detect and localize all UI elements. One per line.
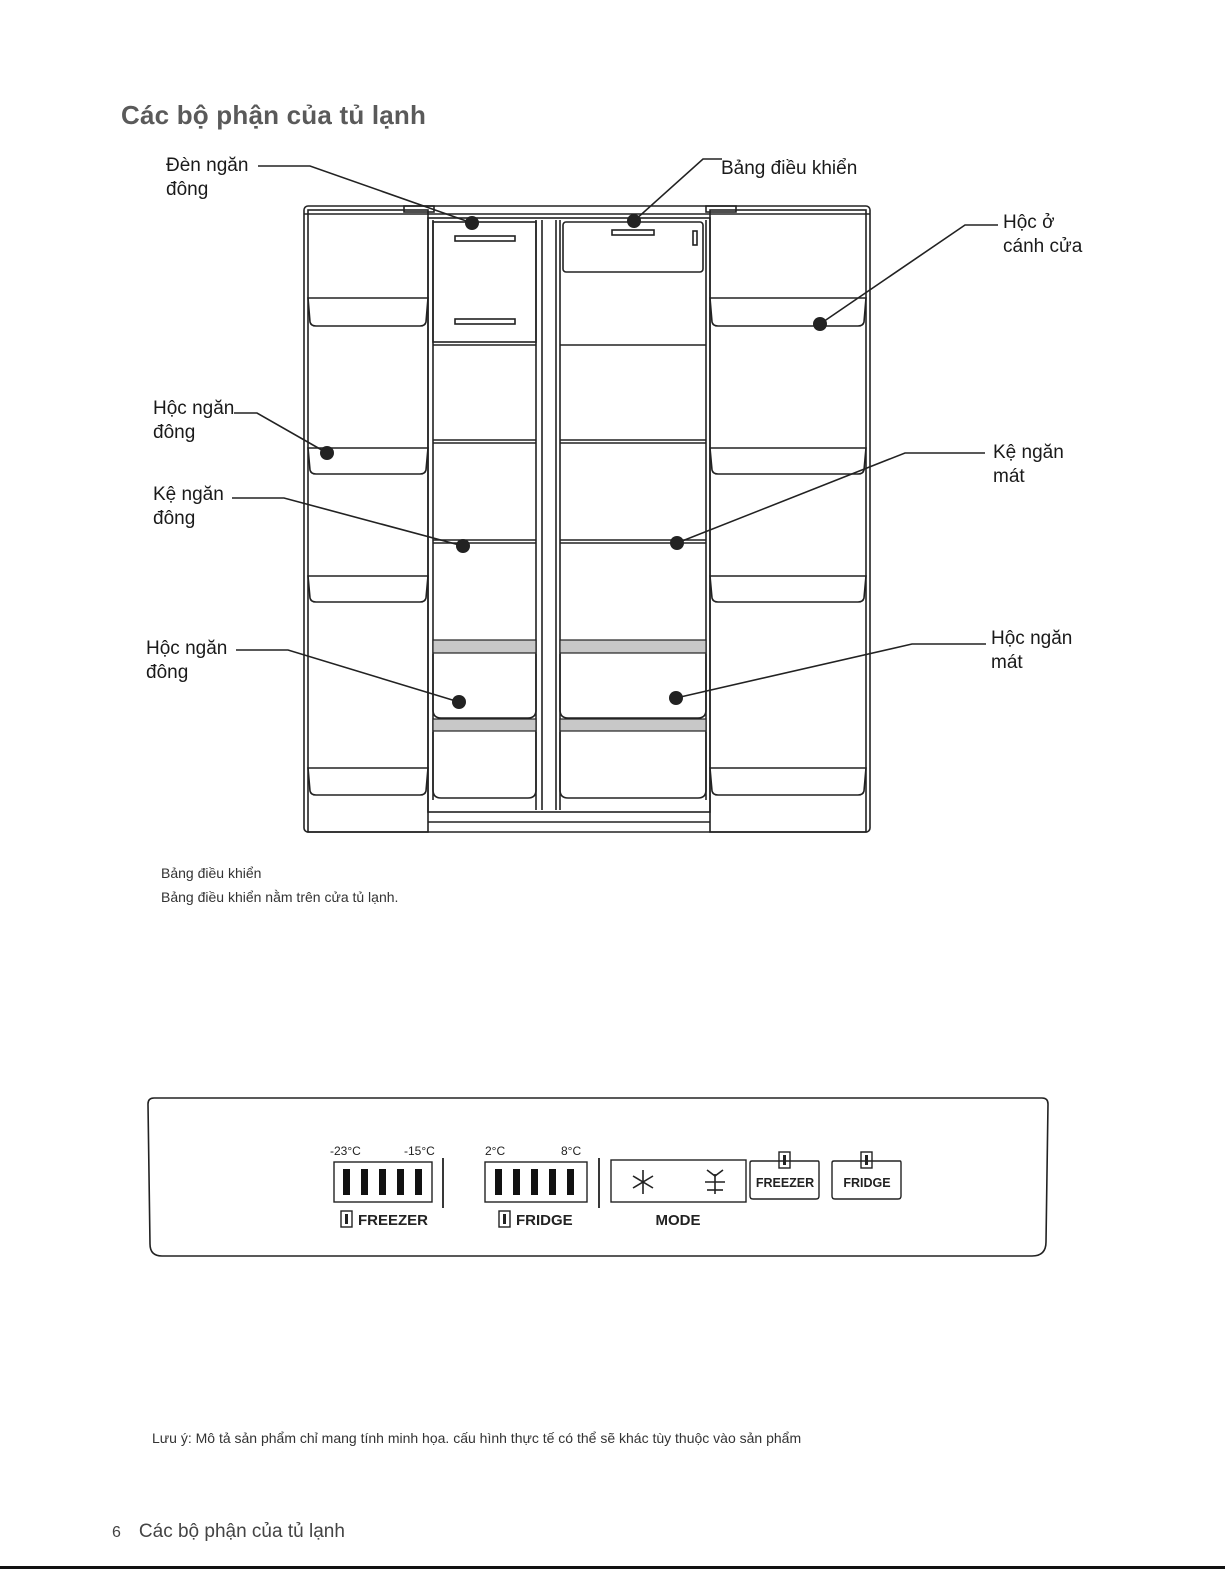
- fridge-segment: [549, 1169, 556, 1195]
- freezer-min-temp: -23°C: [330, 1144, 361, 1158]
- freezer-button-icon: [778, 1151, 791, 1169]
- freezer-segment: [343, 1169, 350, 1195]
- freezer-max-temp: -15°C: [404, 1144, 435, 1158]
- fridge-segment: [495, 1169, 502, 1195]
- fridge-grey-shelf-2: [559, 718, 707, 732]
- freezer-grey-shelf-2: [432, 718, 537, 732]
- freezer-button[interactable]: [749, 1160, 820, 1200]
- fast-cool-icon: [705, 1169, 725, 1194]
- freezer-key-icon: [340, 1210, 353, 1228]
- control-panel-description: Bảng điều khiển nằm trên cửa tủ lạnh.: [161, 889, 399, 905]
- page-footer: 6 Các bộ phận của tủ lạnh: [112, 1521, 345, 1543]
- footer-title: Các bộ phận của tủ lạnh: [138, 1521, 345, 1542]
- door-bin-dot: [813, 317, 827, 331]
- freezer-display-label: FREEZER: [358, 1212, 428, 1229]
- freezer-button-label: FREEZER: [756, 1176, 814, 1190]
- freezer-grey-shelf-1: [432, 639, 537, 654]
- control-panel-dot: [627, 214, 641, 228]
- bottom-rule: [0, 1566, 1225, 1569]
- freezer-segment: [379, 1169, 386, 1195]
- fridge-temp-display: [484, 1161, 588, 1203]
- fridge-drawer-dot: [669, 691, 683, 705]
- fridge-shelf-dot: [670, 536, 684, 550]
- label-freezer-shelf: Kệ ngăn đông: [153, 484, 224, 529]
- page-number: 6: [112, 1524, 121, 1541]
- label-fridge-shelf: Kệ ngăn mát: [993, 442, 1064, 487]
- label-freezer-door-bin: Hộc ngăn đông: [153, 398, 235, 443]
- control-panel-heading: Bảng điều khiển: [161, 865, 262, 881]
- fridge-segment: [513, 1169, 520, 1195]
- freezer-segment: [415, 1169, 422, 1195]
- fridge-segment: [567, 1169, 574, 1195]
- snowflake-icon: [632, 1170, 654, 1194]
- freezer-drawer-dot: [452, 695, 466, 709]
- freezer-segment: [397, 1169, 404, 1195]
- freezer-door-bin-dot: [320, 446, 334, 460]
- fridge-segment: [531, 1169, 538, 1195]
- fridge-button-label: FRIDGE: [843, 1176, 890, 1190]
- fridge-key-icon: [498, 1210, 511, 1228]
- page-title: Các bộ phận của tủ lạnh: [121, 100, 427, 130]
- fridge-button-icon: [860, 1151, 873, 1169]
- freezer-temp-display: [333, 1161, 433, 1203]
- fridge-button[interactable]: [831, 1160, 902, 1200]
- panel-outline: [147, 1097, 1049, 1257]
- fridge-max-temp: 8°C: [561, 1144, 581, 1158]
- label-control-panel: Bảng điều khiển: [721, 158, 858, 179]
- label-fridge-drawer: Hộc ngăn mát: [991, 628, 1073, 673]
- freezer-segment: [361, 1169, 368, 1195]
- fridge-diagram: [232, 158, 998, 833]
- fridge-min-temp: 2°C: [485, 1144, 505, 1158]
- disclaimer-note: Lưu ý: Mô tả sản phẩm chỉ mang tính minh…: [152, 1430, 802, 1446]
- fridge-grey-shelf-1: [559, 639, 707, 654]
- fridge-outer-frame: [303, 205, 871, 833]
- fridge-display-label: FRIDGE: [516, 1212, 573, 1229]
- freezer-light-dot: [465, 216, 479, 230]
- label-freezer-drawer: Hộc ngăn đông: [146, 638, 228, 683]
- freezer-shelf-dot: [456, 539, 470, 553]
- label-door-bin: Hộc ở cánh cửa: [1003, 212, 1083, 257]
- control-panel-illustration: -23°C -15°C FREEZER 2°C 8°C FRIDGE MODE: [147, 1097, 1049, 1257]
- mode-label: MODE: [656, 1212, 701, 1229]
- mode-display: [610, 1159, 747, 1203]
- label-freezer-light: Đèn ngăn đông: [166, 155, 249, 200]
